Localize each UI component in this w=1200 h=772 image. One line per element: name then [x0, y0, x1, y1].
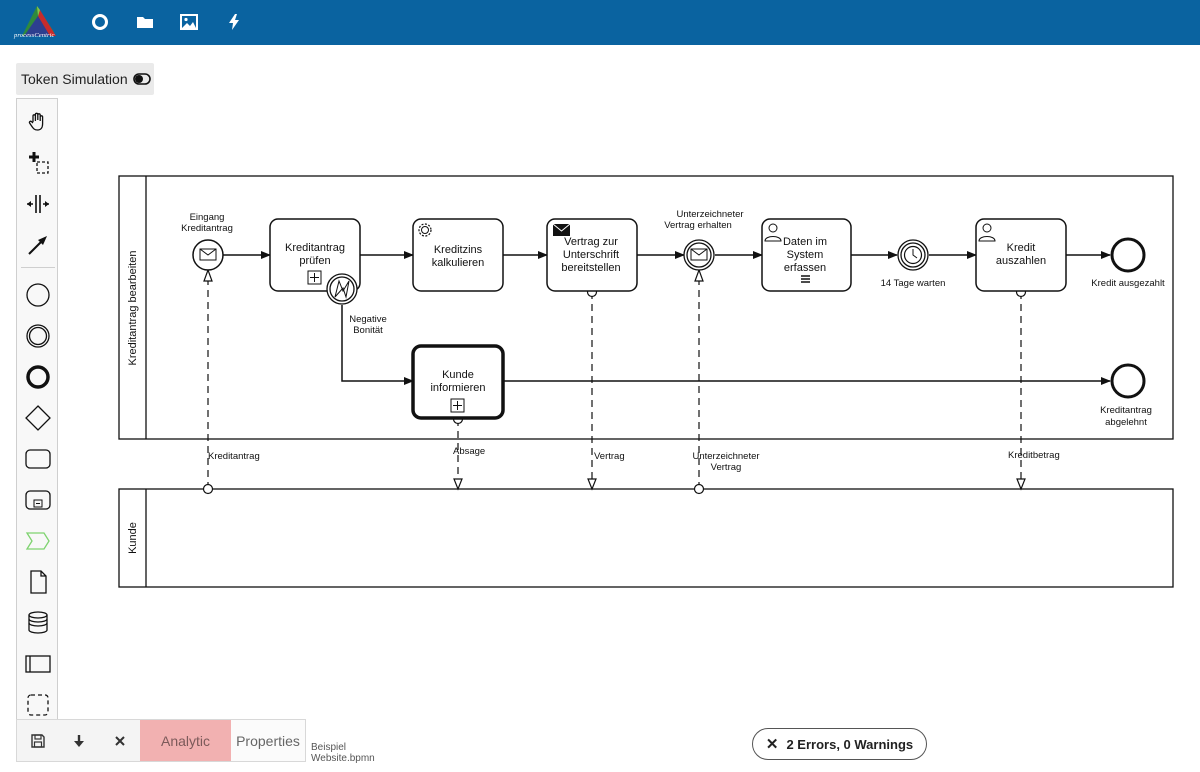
task-kreditzins-kalkulieren[interactable]: Kreditzins kalkulieren [412, 218, 504, 292]
boundary-label-2: Bonität [353, 325, 383, 336]
errors-warnings-badge[interactable]: ✕ 2 Errors, 0 Warnings [752, 728, 927, 760]
task-label: System [787, 249, 824, 261]
task-vertrag-bereitstellen[interactable]: Vertrag zur Unterschrift bereitstellen [546, 218, 638, 292]
data-object-icon[interactable] [21, 566, 55, 598]
message-label-kreditantrag: Kreditantrag [208, 451, 260, 462]
list-icon [801, 275, 810, 283]
file-name-line-1: Beispiel [311, 742, 347, 753]
intermediate-message-catch-event[interactable] [683, 239, 715, 271]
message-label-vertrag: Vertrag [594, 451, 625, 462]
start-event-icon[interactable] [21, 279, 55, 311]
token-simulation-label: Token Simulation [21, 71, 128, 87]
pool-kreditantrag-bearbeiten[interactable]: Kreditantrag bearbeiten [118, 175, 1174, 440]
message-label-vertrag2: Vertrag [711, 462, 742, 473]
group-select-icon[interactable] [21, 689, 55, 721]
task-label: Vertrag zur [564, 236, 618, 248]
lightning-icon[interactable] [223, 11, 245, 33]
gateway-icon[interactable] [21, 402, 55, 434]
send-envelope-icon [552, 223, 571, 236]
connect-tool-icon[interactable] [21, 229, 55, 261]
catch-event-label-1: Unterzeichneter [676, 209, 743, 220]
task-label: Daten im [783, 236, 827, 248]
task-label: auszahlen [996, 255, 1046, 267]
task-label: bereitstellen [561, 262, 620, 274]
gear-icon [418, 223, 432, 237]
timer-label: 14 Tage warten [881, 278, 946, 289]
pool-kunde[interactable]: Kunde [118, 488, 1174, 588]
user-icon [764, 223, 782, 242]
space-tool-icon[interactable] [21, 188, 55, 220]
top-navigation-bar: processCentric [0, 0, 1200, 45]
start-event-label-2: Kreditantrag [181, 223, 233, 234]
task-label: kalkulieren [432, 257, 485, 269]
task-label: erfassen [784, 262, 826, 274]
task-label: Kreditantrag [285, 242, 345, 254]
task-label: informieren [430, 382, 485, 394]
boundary-label-1: Negative [349, 314, 387, 325]
end-event-kredit-ausgezahlt[interactable] [1110, 237, 1146, 273]
task-kunde-informieren[interactable]: Kunde informieren [411, 344, 505, 420]
folder-icon[interactable] [134, 11, 156, 33]
processcentric-logo [22, 6, 56, 36]
pool-kunde-label: Kunde [127, 522, 139, 554]
palette-separator [21, 267, 55, 268]
save-button[interactable] [17, 720, 58, 761]
token-simulation-toggle[interactable]: Token Simulation [16, 63, 154, 95]
tool-palette [16, 98, 58, 723]
logo-text: processCentric [14, 32, 55, 39]
task-label: Kredit [1007, 242, 1036, 254]
message-label-kreditbetrag: Kreditbetrag [1008, 450, 1060, 461]
end-event-kreditantrag-abgelehnt[interactable] [1110, 363, 1146, 399]
user-icon [978, 223, 996, 242]
start-event-label-1: Eingang [190, 212, 225, 223]
catch-event-label-2: Vertrag erhalten [664, 220, 732, 231]
pool-icon[interactable] [21, 648, 55, 680]
lasso-tool-icon[interactable] [21, 147, 55, 179]
group-icon[interactable] [21, 525, 55, 557]
file-name-line-2: Website.bpmn [311, 753, 375, 764]
arrow-down-icon [73, 734, 84, 747]
end-event-abgelehnt-label-1: Kreditantrag [1100, 405, 1152, 416]
task-label: Kreditzins [434, 244, 483, 256]
circle-icon[interactable] [89, 11, 111, 33]
message-flows [207, 271, 1022, 489]
close-icon [114, 735, 125, 746]
end-event-abgelehnt-label-2: abgelehnt [1105, 417, 1147, 428]
save-icon [30, 733, 45, 748]
end-event-icon[interactable] [21, 361, 55, 393]
message-label-unterzeichneter: Unterzeichneter [692, 451, 759, 462]
close-button[interactable] [99, 720, 140, 761]
tab-analytic[interactable]: Analytic [140, 720, 231, 761]
message-label-absage: Absage [453, 446, 485, 457]
toggle-icon [132, 73, 151, 85]
task-kreditantrag-pruefen[interactable]: Kreditantrag prüfen [269, 218, 361, 292]
data-store-icon[interactable] [21, 607, 55, 639]
timer-event[interactable] [897, 239, 929, 271]
task-daten-erfassen[interactable]: Daten im System erfassen [761, 218, 852, 292]
file-name: Beispiel Website.bpmn [311, 742, 375, 764]
task-label: Unterschrift [563, 249, 619, 261]
tab-properties[interactable]: Properties [231, 720, 305, 761]
end-event-label: Kredit ausgezahlt [1091, 278, 1165, 289]
hand-tool-icon[interactable] [21, 106, 55, 138]
start-message-event[interactable] [192, 239, 224, 271]
errors-warnings-label: 2 Errors, 0 Warnings [786, 736, 914, 752]
download-button[interactable] [58, 720, 99, 761]
image-icon[interactable] [178, 11, 200, 33]
task-label: Kunde [442, 369, 474, 381]
error-x-icon: ✕ [765, 736, 779, 753]
pool-label: Kreditantrag bearbeiten [127, 251, 139, 366]
task-kredit-auszahlen[interactable]: Kredit auszahlen [975, 218, 1067, 292]
subprocess-icon[interactable] [21, 484, 55, 516]
task-icon[interactable] [21, 443, 55, 475]
sequence-flows [223, 251, 1111, 385]
sequence-flow [341, 305, 414, 385]
intermediate-event-icon[interactable] [21, 320, 55, 352]
task-label: prüfen [299, 255, 330, 267]
bottom-toolbar: Analytic Properties [16, 719, 306, 762]
boundary-error-event[interactable] [326, 273, 358, 305]
